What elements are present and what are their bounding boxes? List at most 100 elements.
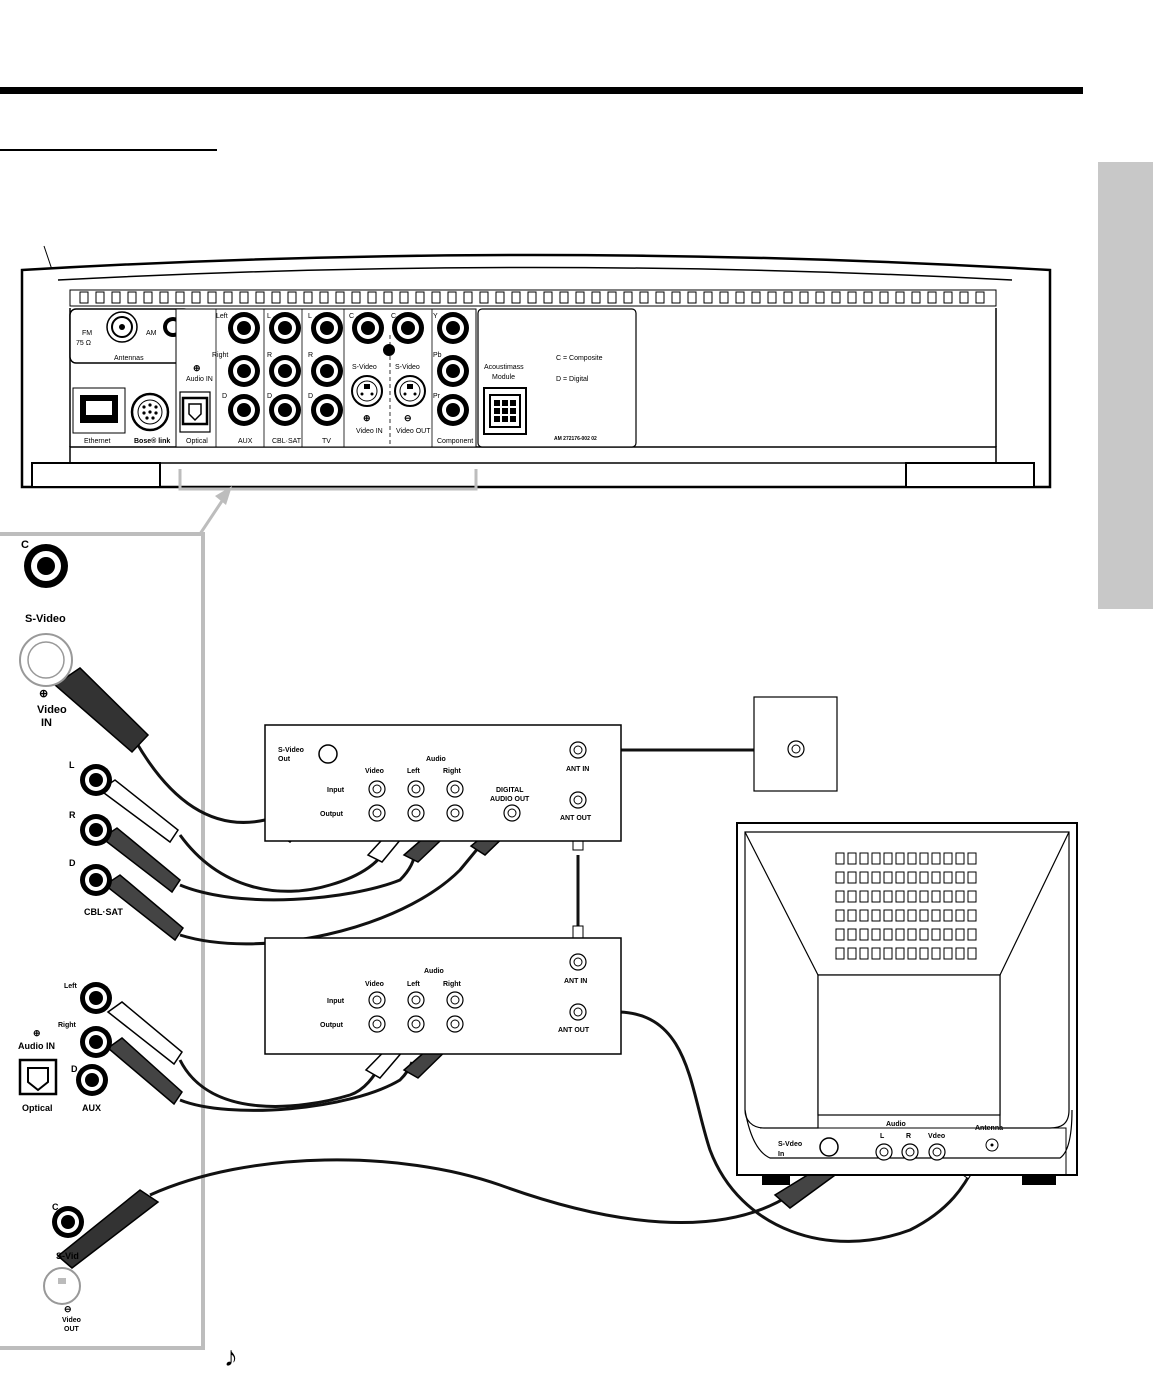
- cable-box-ant-in-jack[interactable]: [569, 741, 587, 759]
- tv-antenna-jack[interactable]: [985, 1138, 999, 1152]
- tv-video-label: Vdeo: [928, 1133, 945, 1140]
- inset-cbl-left-jack[interactable]: [80, 764, 112, 796]
- inset-svideo-in-port[interactable]: [19, 633, 73, 687]
- inset-composite-top-jack[interactable]: [24, 544, 68, 588]
- tv-left-jack[interactable]: [875, 1143, 893, 1161]
- acoustimass-port[interactable]: [483, 387, 527, 435]
- optical-port[interactable]: [179, 391, 211, 433]
- vcr-video-in-jack[interactable]: [368, 991, 386, 1009]
- wall-antenna-jack[interactable]: [787, 740, 805, 758]
- inset-video-in-arrow-icon: ⊕: [39, 688, 48, 700]
- right-label: Right: [212, 352, 228, 359]
- vcr-input-label: Input: [327, 998, 345, 1005]
- cable-box-left-label: Left: [407, 768, 421, 775]
- acoustimass-label-2: Module: [492, 374, 515, 381]
- cable-box-left-in-jack[interactable]: [407, 780, 425, 798]
- acoustimass-label-1: Acoustimass: [484, 364, 524, 371]
- am-label: AM: [146, 330, 157, 337]
- cable-box-right-in-jack[interactable]: [446, 780, 464, 798]
- tv-svideo-in-1: S-Vdeo: [778, 1141, 802, 1148]
- aux-digital-jack[interactable]: [228, 394, 260, 426]
- cbl-sat-digital-jack[interactable]: [269, 394, 301, 426]
- svideo-plug-inset-top: [53, 667, 150, 754]
- aux-right-jack[interactable]: [228, 355, 260, 387]
- tv-right-jack[interactable]: [311, 355, 343, 387]
- vcr-right-in-jack[interactable]: [446, 991, 464, 1009]
- cable-box-video-in-jack[interactable]: [368, 780, 386, 798]
- inset-r-label: R: [69, 810, 76, 820]
- component-pb-jack[interactable]: [437, 355, 469, 387]
- inset-optical-port[interactable]: [18, 1058, 58, 1096]
- inset-d-label: D: [69, 858, 76, 868]
- vcr-ant-out-jack[interactable]: [569, 1003, 587, 1021]
- c-label-out: C: [391, 313, 396, 320]
- inset-aux-digital-jack[interactable]: [76, 1064, 108, 1096]
- antenna-out-coax: [619, 1010, 977, 1243]
- inset-cbl-digital-jack[interactable]: [80, 864, 112, 896]
- cable-box-ant-in-label: ANT IN: [566, 766, 589, 773]
- tv-video-jack[interactable]: [928, 1143, 946, 1161]
- fm-ohm-label: 75 Ω: [76, 340, 91, 347]
- tv-input-label: TV: [322, 438, 331, 445]
- aux-left-jack[interactable]: [228, 312, 260, 344]
- cable-box-svideo-out-1: S-Video: [278, 747, 304, 754]
- inset-composite-bottom-jack[interactable]: [52, 1206, 84, 1238]
- tv-digital-jack[interactable]: [311, 394, 343, 426]
- inset-aux-label: AUX: [82, 1103, 101, 1113]
- tv-left-jack[interactable]: [311, 312, 343, 344]
- tv-vent-grille: [835, 852, 977, 960]
- cable-box-video-out-jack[interactable]: [368, 804, 386, 822]
- component-pr-jack[interactable]: [437, 394, 469, 426]
- aux-left-cable: [178, 1059, 380, 1108]
- left-label: Left: [216, 313, 228, 320]
- c-label-in: C: [349, 313, 354, 320]
- tv-right-jack[interactable]: [901, 1143, 919, 1161]
- cable-box-right-out-jack[interactable]: [446, 804, 464, 822]
- television: S-Vdeo In Audio L R Vdeo Antenna: [736, 822, 1078, 1185]
- vcr-left-out-jack[interactable]: [407, 1015, 425, 1033]
- tv-svideo-in-port[interactable]: [819, 1137, 839, 1157]
- component-label: Component: [437, 438, 473, 445]
- bose-link-port[interactable]: [130, 392, 170, 432]
- cable-box-audio-label: Audio: [426, 756, 446, 763]
- cable-box-svideo-out-port[interactable]: [318, 744, 338, 764]
- inset-l-label: L: [69, 760, 75, 770]
- cbl-sat-left-jack[interactable]: [269, 312, 301, 344]
- svideo-out-port[interactable]: [394, 375, 426, 407]
- legend-composite: C = Composite: [556, 355, 603, 362]
- cbl-digital-plug: [103, 874, 184, 942]
- cbl-sat-right-jack[interactable]: [269, 355, 301, 387]
- inset-aux-right-jack[interactable]: [80, 1026, 112, 1058]
- composite-in-jack[interactable]: [352, 312, 384, 344]
- vcr-output-label: Output: [320, 1022, 344, 1029]
- video-in-arrow-icon: ⊕: [363, 413, 371, 423]
- svideo-in-port[interactable]: [351, 375, 383, 407]
- vent-slots: [79, 291, 985, 304]
- cable-box-digital-1: DIGITAL: [496, 787, 524, 794]
- inset-left-label: Left: [64, 983, 78, 990]
- composite-out-jack[interactable]: [392, 312, 424, 344]
- vcr-right-out-jack[interactable]: [446, 1015, 464, 1033]
- inset-video-out-2: OUT: [64, 1326, 80, 1333]
- cable-box-digital-out-jack[interactable]: [503, 804, 521, 822]
- inset-cbl-right-jack[interactable]: [80, 814, 112, 846]
- vcr-video-out-jack[interactable]: [368, 1015, 386, 1033]
- cbl-sat-left-cable: [178, 834, 387, 893]
- cable-box-left-out-jack[interactable]: [407, 804, 425, 822]
- ethernet-port[interactable]: [80, 395, 118, 423]
- vcr-ant-in-jack[interactable]: [569, 953, 587, 971]
- legend-digital: D = Digital: [556, 376, 589, 383]
- tv-l-label: L: [880, 1133, 885, 1140]
- r-label-cbl: R: [267, 352, 272, 359]
- video-out-arrow-icon: ⊖: [404, 413, 412, 423]
- tv-svideo-in-2: In: [778, 1151, 784, 1158]
- vcr-left-in-jack[interactable]: [407, 991, 425, 1009]
- inset-svideo-out-port[interactable]: [43, 1267, 81, 1305]
- fm-antenna-jack[interactable]: [106, 311, 138, 343]
- svideo-out-cable: [149, 1158, 791, 1225]
- optical-label: Optical: [186, 438, 208, 445]
- cable-box-ant-out-jack[interactable]: [569, 791, 587, 809]
- inset-aux-left-jack[interactable]: [80, 982, 112, 1014]
- component-y-jack[interactable]: [437, 312, 469, 344]
